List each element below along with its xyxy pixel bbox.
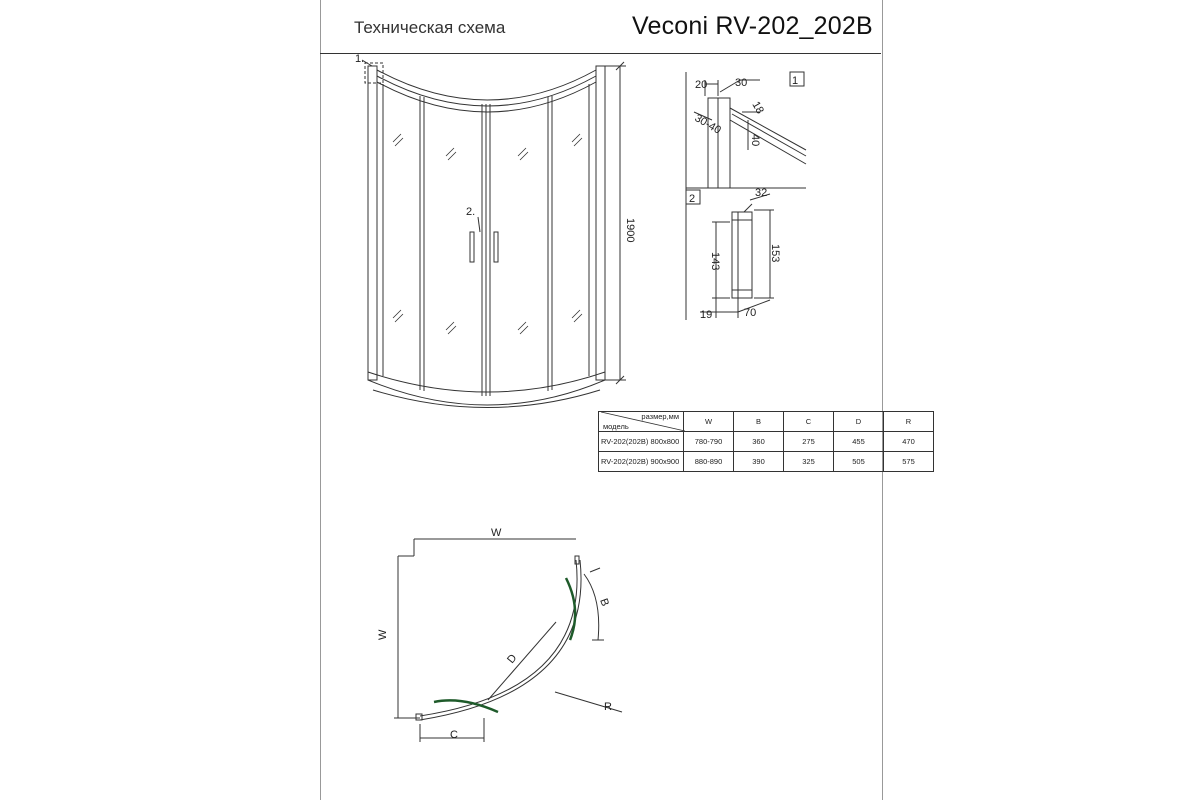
dim-143: 143	[709, 252, 721, 270]
page-title: Veconi RV-202_202B	[632, 12, 873, 40]
header-size-label: размер,мм	[641, 412, 679, 421]
glass-panels	[433, 577, 577, 714]
table-cell-model: RV-202(202B) 800x800	[598, 431, 684, 452]
plan-view	[394, 538, 623, 742]
column-header-b: B	[733, 411, 784, 432]
table-header-row: размер,мм модель W B C D R	[598, 411, 934, 432]
table-cell: 455	[833, 431, 884, 452]
table-row: RV-202(202B) 900x900 880-890 390 325 505…	[598, 451, 934, 472]
dim-30: 30	[735, 77, 747, 89]
left-post	[367, 65, 378, 381]
plan-w-top: W	[491, 527, 502, 539]
table-cell: 325	[783, 451, 834, 472]
table-cell: 505	[833, 451, 884, 472]
callout-2: 2.	[466, 206, 475, 218]
dim-19: 19	[700, 309, 712, 321]
table-row: RV-202(202B) 800x800 780-790 360 275 455…	[598, 431, 934, 452]
dim-20: 20	[695, 79, 707, 91]
dim-18: 18	[749, 100, 766, 117]
plan-r: R	[604, 701, 612, 713]
detail-2	[685, 188, 774, 320]
plan-b: B	[597, 597, 611, 608]
glass-panel-left	[433, 699, 499, 714]
bottom-profile	[367, 379, 606, 406]
dim-153: 153	[769, 244, 781, 262]
dim-70: 70	[744, 307, 756, 319]
table-cell: 275	[783, 431, 834, 452]
front-view	[361, 59, 626, 408]
dim-40: 40	[749, 134, 761, 146]
dim-32: 32	[755, 187, 767, 199]
radius-d-line	[487, 621, 557, 701]
plan-w-left: W	[377, 629, 389, 640]
detail-1-marker	[364, 62, 384, 84]
column-header-d: D	[833, 411, 884, 432]
table-cell-model: RV-202(202B) 900x900	[598, 451, 684, 472]
column-header-c: C	[783, 411, 834, 432]
column-header-w: W	[683, 411, 734, 432]
table-cell: 880-890	[683, 451, 734, 472]
detail-1	[685, 71, 807, 189]
diagonal-divider	[601, 412, 685, 431]
table-corner-cell: размер,мм модель	[598, 411, 685, 432]
callout-1: 1.	[355, 53, 364, 65]
table-cell: 390	[733, 451, 784, 472]
table-cell: 575	[883, 451, 934, 472]
plan-c: C	[450, 729, 458, 741]
header-model-label: модель	[603, 422, 629, 431]
height-label: 1900	[624, 218, 636, 242]
detail-1-badge	[789, 71, 805, 87]
detail-1-number: 1	[792, 75, 798, 87]
detail-2-badge	[685, 189, 701, 205]
column-header-r: R	[883, 411, 934, 432]
detail-2-number: 2	[689, 193, 695, 205]
table-cell: 780-790	[683, 431, 734, 452]
right-post	[595, 65, 606, 381]
title-block	[320, 0, 881, 54]
dimensions-table: размер,мм модель W B C D R RV-202(202B) …	[598, 411, 934, 472]
top-profile	[376, 69, 597, 101]
table-cell: 470	[883, 431, 934, 452]
page-subtitle: Техническая схема	[354, 18, 506, 37]
plan-d: D	[505, 652, 519, 666]
glass-panel-right	[564, 577, 577, 641]
table-cell: 360	[733, 431, 784, 452]
right-handle	[493, 231, 499, 263]
left-handle	[469, 231, 475, 263]
outer-arc	[419, 559, 578, 717]
